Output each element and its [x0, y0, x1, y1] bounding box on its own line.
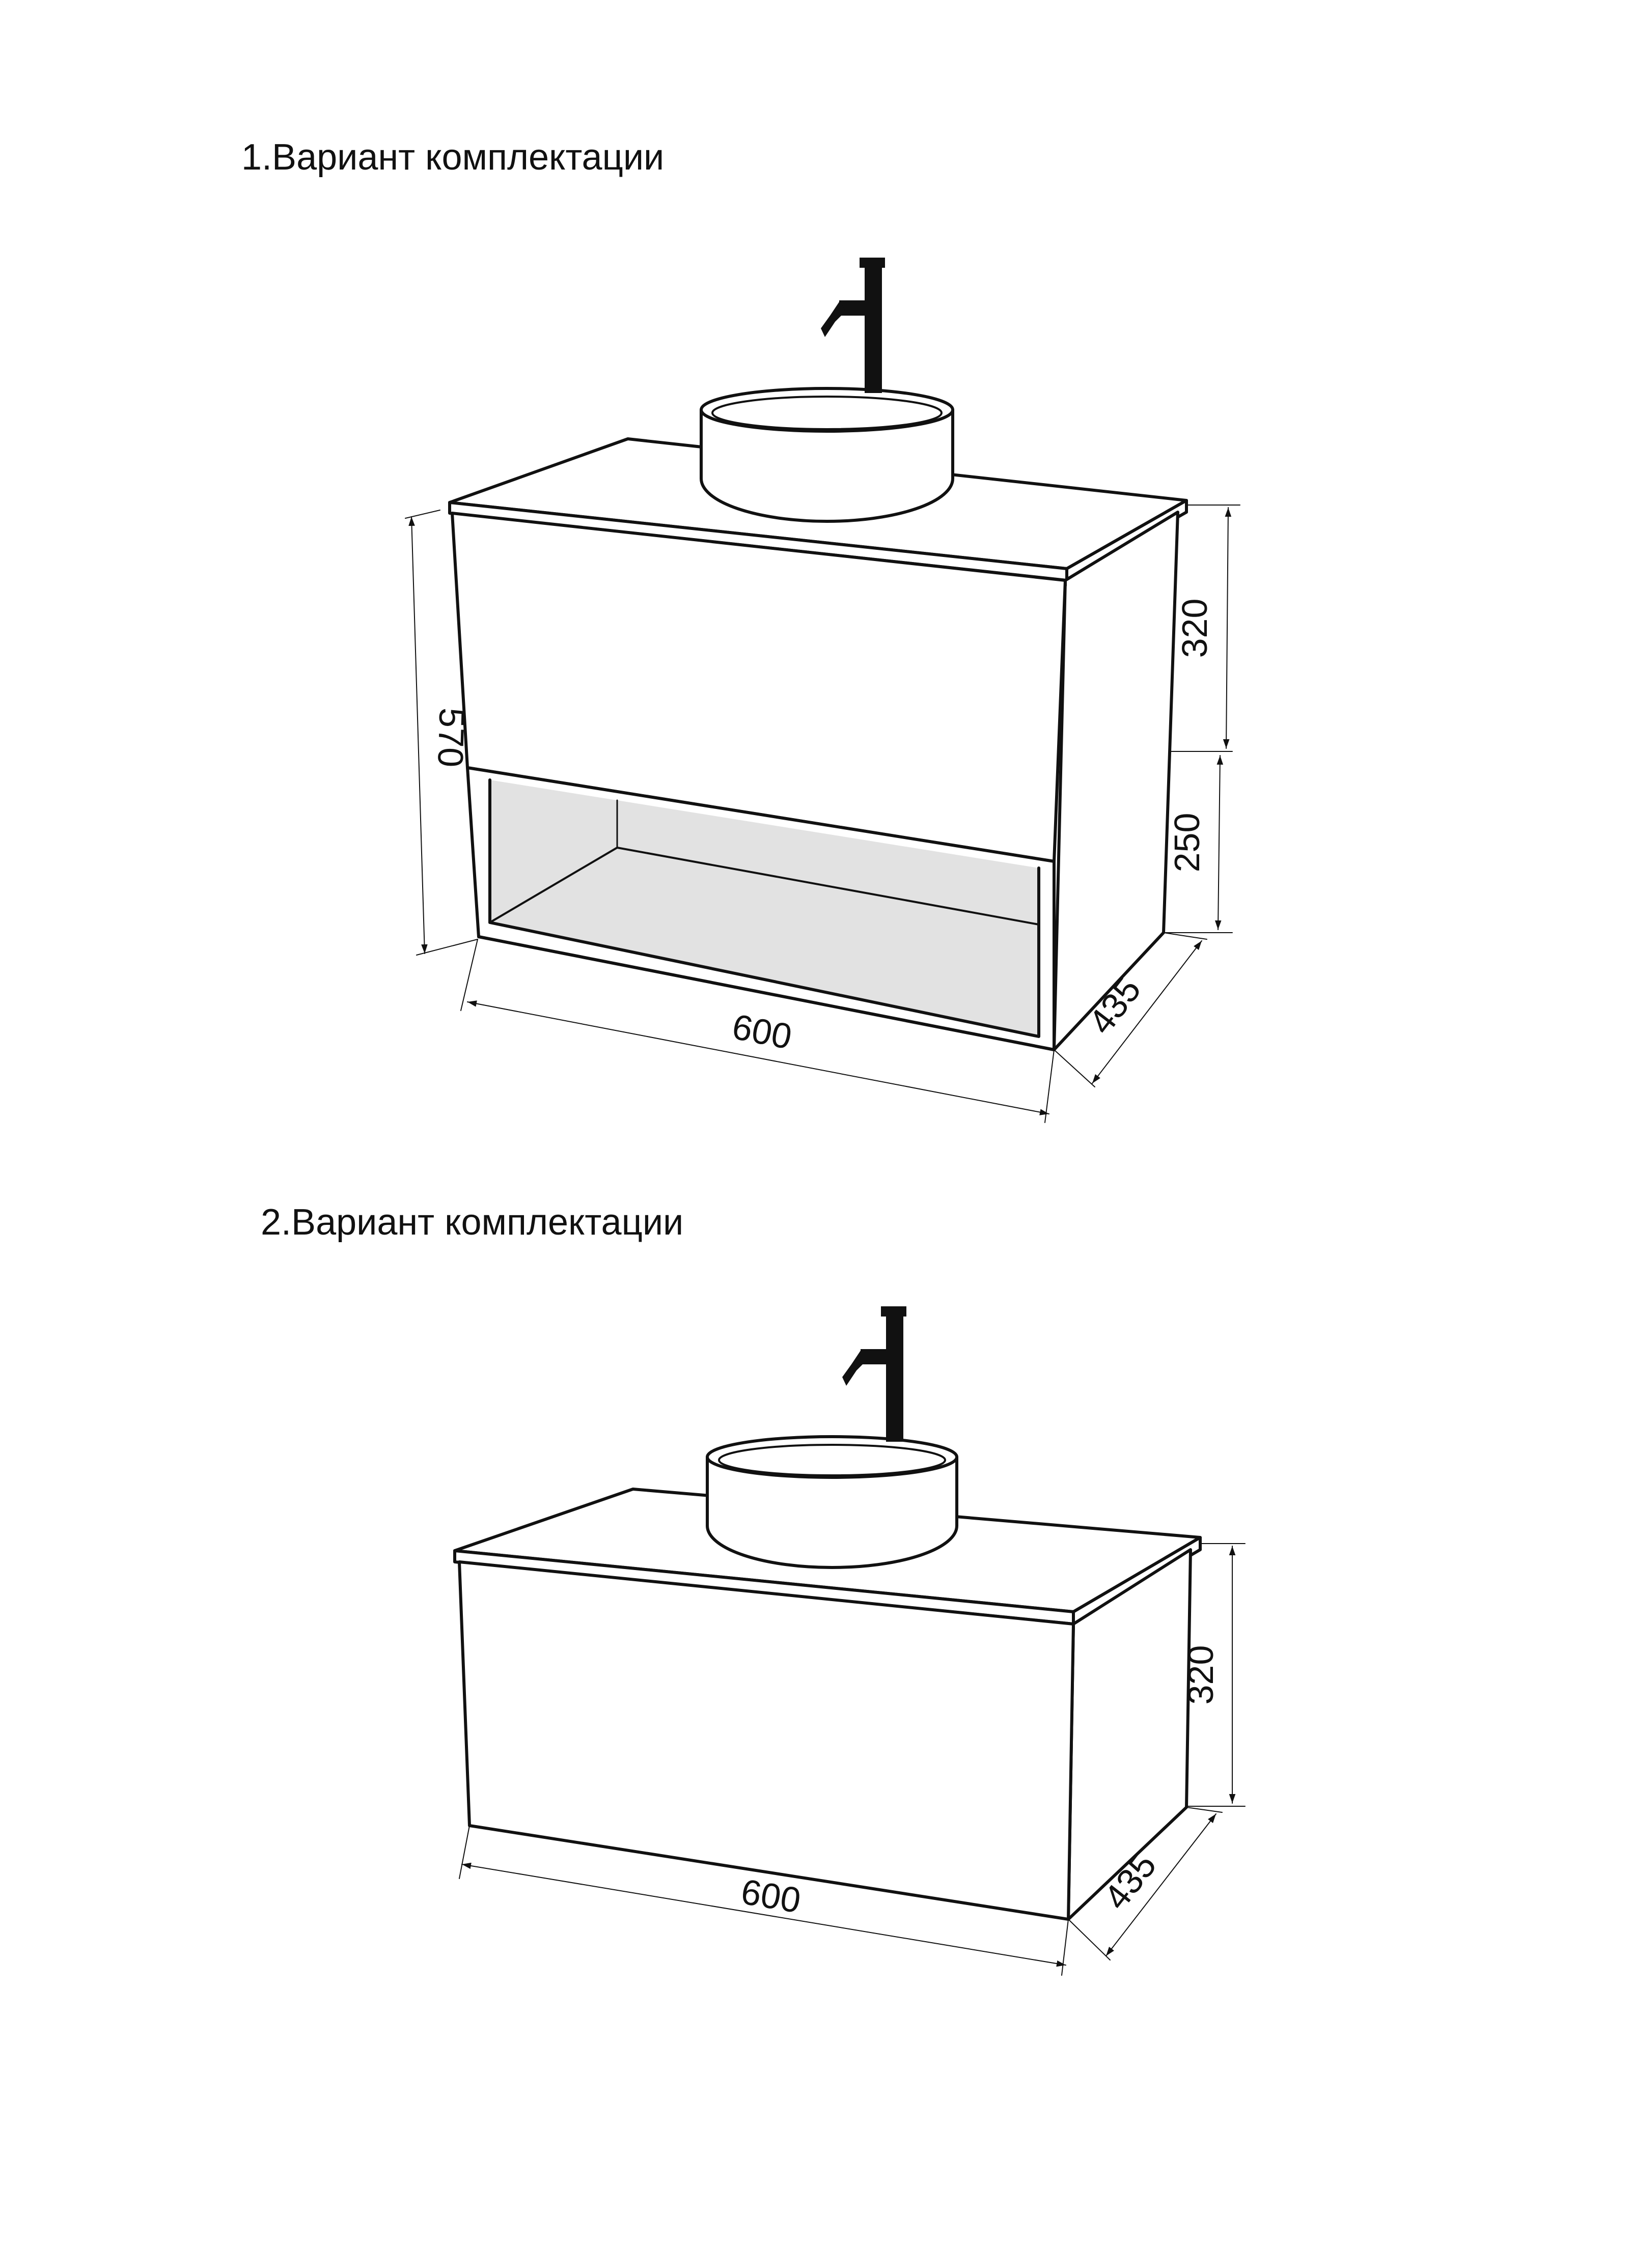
drawer-front: [458, 1560, 1075, 1921]
dimension-height-250: 250: [1163, 755, 1233, 933]
dimension-label-570: 570: [430, 707, 472, 768]
faucet-icon: [821, 258, 885, 393]
dimension-label-320: 320: [1181, 1645, 1221, 1705]
round-vessel-sink-icon: [706, 1435, 958, 1569]
variant-2-drawing: 320 600 435: [453, 1306, 1246, 1976]
variant-1-title: 1.Вариант комплектации: [241, 137, 665, 178]
round-vessel-sink-icon: [700, 387, 954, 523]
dimension-width-600: 600: [459, 1825, 1069, 1976]
variant-2-title: 2.Вариант комплектации: [261, 1202, 684, 1243]
dimension-label-600: 600: [738, 1871, 804, 1920]
dimension-height-320: 320: [1171, 505, 1240, 752]
dimension-label-320: 320: [1175, 599, 1214, 658]
dimension-height-320: 320: [1181, 1543, 1246, 1807]
open-shelf: [466, 766, 1056, 1051]
faucet-icon: [842, 1306, 906, 1442]
dimension-height-570: 570: [405, 510, 478, 956]
dimension-label-600: 600: [729, 1006, 795, 1057]
dimension-label-250: 250: [1167, 813, 1207, 873]
cabinet-side-panel: [1053, 511, 1179, 1051]
variant-1-drawing: 570 320 250 600 435: [405, 258, 1240, 1123]
